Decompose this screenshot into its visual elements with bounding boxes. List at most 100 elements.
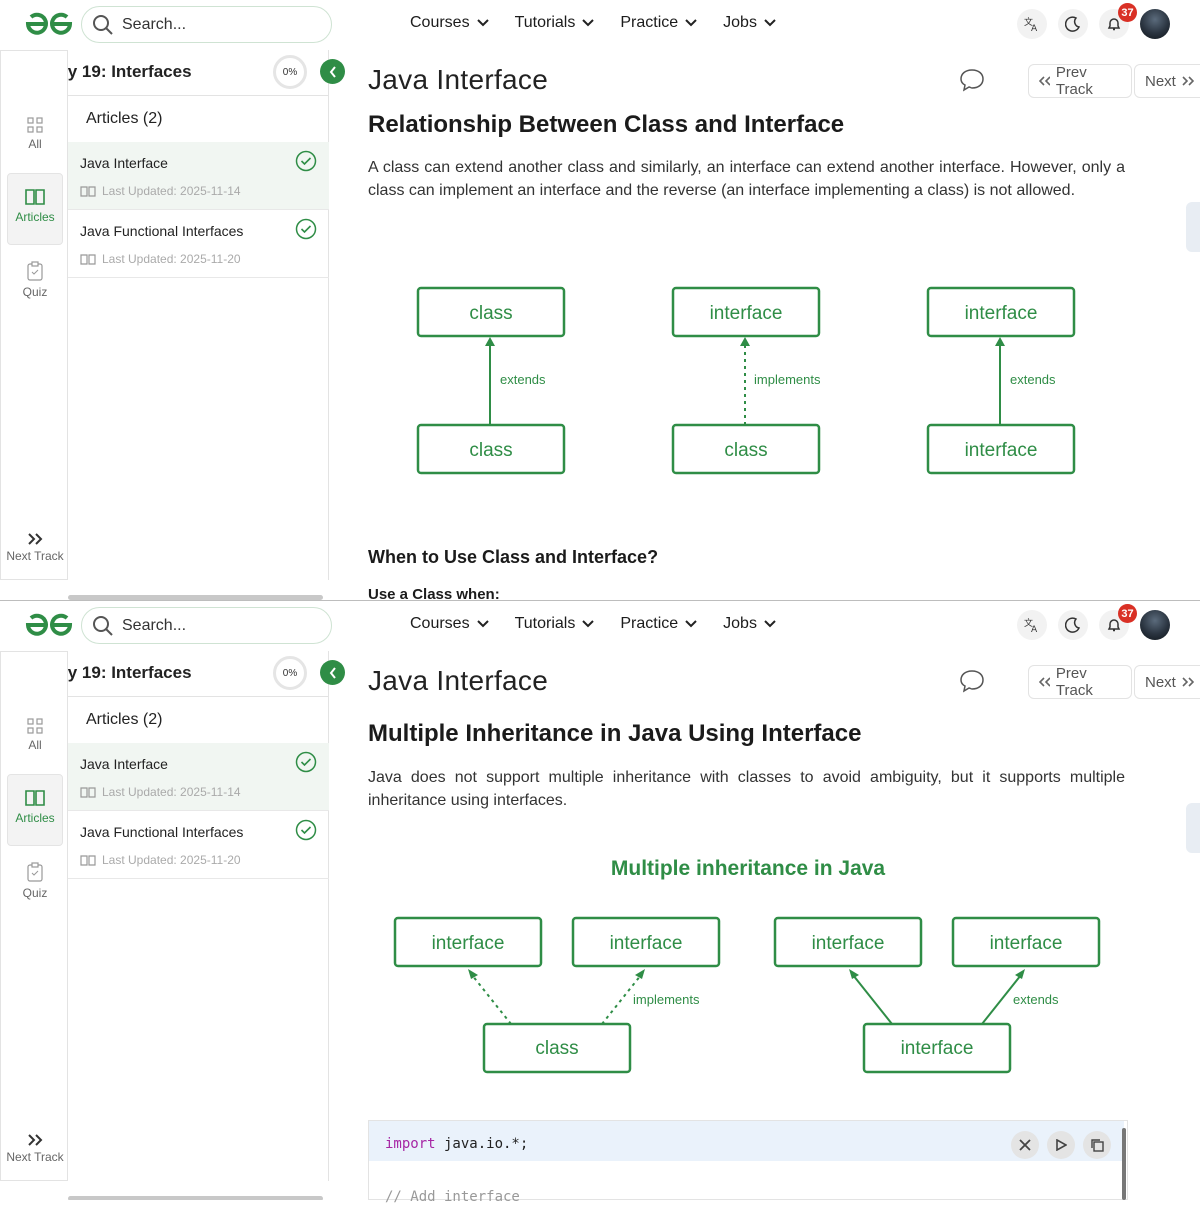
dark-mode-toggle[interactable] — [1058, 9, 1088, 39]
prev-track-label: Prev Track — [1055, 665, 1093, 699]
nav-courses[interactable]: Courses — [410, 14, 489, 32]
run-code-button[interactable] — [1047, 1131, 1075, 1159]
notification-badge: 37 — [1118, 604, 1137, 623]
next-button[interactable]: Next — [1134, 665, 1200, 699]
double-chevron-right-icon — [1182, 677, 1194, 687]
section-heading: Relationship Between Class and Interface — [368, 111, 845, 138]
arrow-right-a — [852, 974, 893, 1025]
nav-tutorials[interactable]: Tutorials — [515, 615, 595, 633]
dark-mode-toggle[interactable] — [1058, 610, 1088, 640]
chevron-down-icon — [685, 620, 697, 628]
gfg-logo[interactable] — [24, 611, 74, 644]
comment-icon[interactable] — [959, 68, 985, 92]
prev-track-button[interactable]: Prev Track — [1028, 665, 1132, 699]
prev-track-label: Prev Track — [1055, 64, 1093, 98]
prev-track-button[interactable]: Prev Track — [1028, 64, 1132, 98]
nav-jobs[interactable]: Jobs — [723, 14, 776, 32]
search-box[interactable]: Search... — [81, 6, 332, 43]
day-title: Day 19: Interfaces — [46, 663, 192, 682]
nav-jobs[interactable]: Jobs — [723, 615, 776, 633]
chevron-down-icon — [582, 19, 595, 27]
rail-label: Articles — [15, 811, 55, 825]
rail-articles[interactable]: Articles — [7, 774, 63, 846]
comment-icon[interactable] — [959, 669, 985, 693]
avatar[interactable] — [1140, 9, 1170, 39]
code-block: import java.io.*; // Add interface — [368, 1120, 1128, 1205]
rail-label: All — [28, 137, 42, 151]
box-left-class — [482, 1022, 632, 1074]
track-panel: Day 19: Interfaces 0% Articles (2) Java … — [0, 50, 329, 580]
left-rail: All Articles Quiz Next Track — [0, 651, 68, 1181]
panel-scrollbar[interactable] — [68, 595, 323, 600]
search-box[interactable]: Search... — [81, 607, 332, 644]
list-heading: Articles (2) — [86, 110, 163, 127]
book-icon — [25, 790, 45, 806]
nav-practice[interactable]: Practice — [620, 14, 697, 32]
next-button[interactable]: Next — [1134, 64, 1200, 98]
rail-next-track[interactable]: Next Track — [1, 1134, 69, 1164]
collapse-panel-button[interactable] — [320, 660, 345, 685]
label-col2-bottom: class — [724, 440, 767, 461]
next-label: Next — [1145, 673, 1176, 691]
article-list: Articles (2) Java Interface Last Updated… — [68, 697, 329, 879]
label-col3-bottom: interface — [965, 440, 1038, 461]
bell-icon — [1107, 18, 1121, 31]
rail-next-track[interactable]: Next Track — [1, 533, 69, 563]
nav-tutorials[interactable]: Tutorials — [515, 14, 595, 32]
double-chevron-right-icon — [28, 1134, 43, 1146]
play-icon — [1056, 1139, 1067, 1151]
double-chevron-left-icon — [1039, 677, 1050, 687]
check-circle-icon — [295, 150, 317, 172]
book-open-icon — [80, 254, 96, 265]
rail-all[interactable]: All — [7, 117, 63, 151]
notifications-button[interactable]: 37 — [1099, 604, 1137, 640]
progress-ring: 0% — [273, 656, 307, 690]
gfg-logo[interactable] — [24, 10, 74, 43]
label-col1-top: class — [469, 303, 512, 324]
rail-all[interactable]: All — [7, 718, 63, 752]
box-left-interface-a — [393, 916, 543, 968]
list-item[interactable]: Java Functional Interfaces Last Updated:… — [68, 811, 329, 879]
close-code-button[interactable] — [1011, 1131, 1039, 1159]
box-interface-top — [671, 286, 821, 338]
nav-label: Jobs — [723, 615, 757, 632]
nav-practice[interactable]: Practice — [620, 615, 697, 633]
article-updated: Last Updated: 2025-11-14 — [102, 184, 241, 198]
page-title: Java Interface — [368, 64, 549, 95]
side-tab[interactable] — [1186, 202, 1200, 252]
label-extends-1: extends — [500, 372, 546, 387]
list-item[interactable]: Java Interface Last Updated: 2025-11-14 — [68, 142, 329, 210]
diagram-title: Multiple inheritance in Java — [611, 857, 886, 880]
rail-quiz[interactable]: Quiz — [7, 261, 63, 299]
article-updated: Last Updated: 2025-11-14 — [102, 785, 241, 799]
copy-code-button[interactable] — [1083, 1131, 1111, 1159]
arrow-right-b — [981, 974, 1022, 1025]
grid-icon — [27, 718, 43, 734]
list-heading: Articles (2) — [86, 711, 163, 728]
chevron-left-icon — [329, 65, 336, 78]
avatar[interactable] — [1140, 610, 1170, 640]
list-item[interactable]: Java Functional Interfaces Last Updated:… — [68, 210, 329, 278]
panel-scrollbar[interactable] — [68, 1196, 323, 1200]
section-paragraph: Java does not support multiple inheritan… — [368, 769, 1125, 809]
code-scrollbar[interactable] — [1122, 1128, 1126, 1200]
box-right-interface-a — [773, 916, 923, 968]
copy-icon — [1091, 1139, 1104, 1152]
side-tab[interactable] — [1186, 803, 1200, 853]
notifications-button[interactable]: 37 — [1099, 3, 1137, 39]
collapse-panel-button[interactable] — [320, 59, 345, 84]
list-item[interactable]: Java Interface Last Updated: 2025-11-14 — [68, 743, 329, 811]
page-title: Java Interface — [368, 665, 549, 696]
rail-articles[interactable]: Articles — [7, 173, 63, 245]
rail-label: Next Track — [6, 1150, 64, 1164]
svg-text:A: A — [1031, 625, 1038, 633]
nav-label: Courses — [410, 615, 470, 632]
track-panel: Day 19: Interfaces 0% Articles (2) Java … — [0, 651, 329, 1181]
book-icon — [25, 189, 45, 205]
box-right-interface-b — [951, 916, 1101, 968]
rail-quiz[interactable]: Quiz — [7, 862, 63, 900]
nav-courses[interactable]: Courses — [410, 615, 489, 633]
